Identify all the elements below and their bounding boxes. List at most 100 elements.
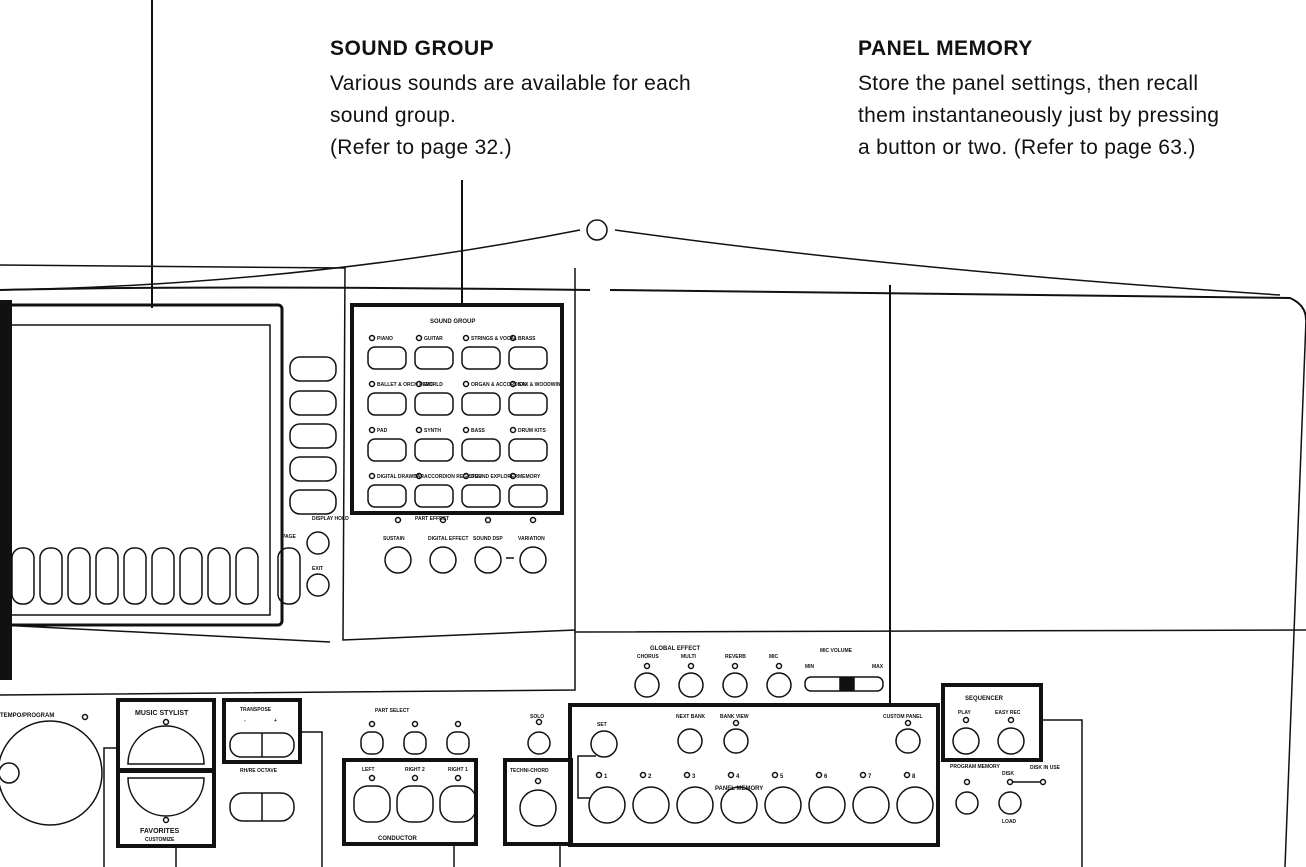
play-label: PLAY: [958, 710, 972, 716]
sound-button[interactable]: [414, 392, 454, 416]
play-button[interactable]: [952, 727, 980, 755]
part-select-button[interactable]: [360, 731, 384, 755]
part-effect-label: PART EFFECT: [415, 516, 449, 522]
transpose-box: [222, 698, 302, 764]
sound-button[interactable]: [508, 484, 548, 508]
solo-button[interactable]: [527, 731, 551, 755]
sound-button-label: ORGAN & ACCORDION: [471, 382, 527, 388]
effect-led: [484, 516, 492, 524]
transpose-label: TRANSPOSE: [240, 707, 272, 713]
global-effect-button[interactable]: [766, 672, 792, 698]
effect-button[interactable]: [384, 546, 412, 574]
conductor-part-label: RIGHT 2: [405, 767, 425, 773]
sound-button[interactable]: [461, 438, 501, 462]
memory-button[interactable]: [896, 786, 934, 824]
panel-left-edge: [0, 300, 12, 680]
effect-label: SUSTAIN: [383, 536, 405, 542]
next-bank-button[interactable]: [677, 728, 703, 754]
effect-led: [529, 516, 537, 524]
sound-button-label: SOUND EXPLORER: [471, 474, 518, 480]
favorites-button[interactable]: [127, 777, 205, 817]
conductor-button[interactable]: [353, 785, 391, 823]
panel-right-edge: [1284, 319, 1306, 867]
memory-led: [859, 771, 867, 779]
disk-label: DISK: [1002, 771, 1014, 777]
sound-button[interactable]: [367, 484, 407, 508]
memory-led: [639, 771, 647, 779]
music-stylist-button[interactable]: [127, 725, 205, 765]
conductor-led: [411, 774, 419, 782]
memory-button[interactable]: [588, 786, 626, 824]
sound-button[interactable]: [461, 346, 501, 370]
sound-button[interactable]: [414, 438, 454, 462]
bank-view-button[interactable]: [723, 728, 749, 754]
sound-button[interactable]: [414, 346, 454, 370]
part-select-button[interactable]: [446, 731, 470, 755]
global-effect-led: [687, 662, 695, 670]
sound-led: [509, 472, 517, 480]
program-memory-button[interactable]: [955, 791, 979, 815]
mic-volume-knob[interactable]: [839, 677, 855, 691]
memory-button[interactable]: [852, 786, 890, 824]
part-select-title: PART SELECT: [375, 708, 409, 714]
global-effect-button[interactable]: [634, 672, 660, 698]
sound-button[interactable]: [367, 438, 407, 462]
display-housing: [0, 264, 576, 641]
sound-button-label: DIGITAL DRAWBAR: [377, 474, 424, 480]
memory-button[interactable]: [808, 786, 846, 824]
rh-octave-label: RH/RE OCTAVE: [240, 768, 278, 774]
conductor-button[interactable]: [396, 785, 434, 823]
easy-rec-button[interactable]: [997, 727, 1025, 755]
display-hold-button[interactable]: [306, 531, 330, 555]
global-effect-label: REVERB: [725, 654, 746, 660]
lower-panel-edge: [0, 629, 1306, 696]
effect-button[interactable]: [519, 546, 547, 574]
sound-button[interactable]: [508, 346, 548, 370]
sound-button[interactable]: [367, 346, 407, 370]
custom-panel-button[interactable]: [895, 728, 921, 754]
techni-chord-button[interactable]: [519, 789, 557, 827]
sound-button[interactable]: [508, 438, 548, 462]
memory-button[interactable]: [720, 786, 758, 824]
effect-button[interactable]: [474, 546, 502, 574]
effect-button[interactable]: [429, 546, 457, 574]
sound-button-label: SYNTH: [424, 428, 441, 434]
solo-label: SOLO: [530, 714, 544, 720]
sound-group-panel-title: SOUND GROUP: [430, 319, 475, 325]
part-select-button[interactable]: [403, 731, 427, 755]
sound-button[interactable]: [461, 484, 501, 508]
display-bottom-buttons[interactable]: [11, 547, 301, 605]
display-side-buttons[interactable]: [289, 356, 337, 515]
global-effect-label: MULTI: [681, 654, 697, 660]
sound-button-label: DRUM KITS: [518, 428, 546, 434]
page-label: PAGE: [282, 534, 296, 540]
mic-volume-slider[interactable]: [804, 676, 884, 692]
tempo-dial[interactable]: [0, 720, 103, 826]
sound-led: [368, 380, 376, 388]
sound-button[interactable]: [414, 484, 454, 508]
set-button[interactable]: [590, 730, 618, 758]
memory-button[interactable]: [632, 786, 670, 824]
tempo-led: [81, 713, 89, 721]
memory-button[interactable]: [764, 786, 802, 824]
exit-button[interactable]: [306, 573, 330, 597]
load-label: LOAD: [1002, 819, 1017, 825]
conductor-button[interactable]: [439, 785, 477, 823]
memory-button[interactable]: [676, 786, 714, 824]
sound-button[interactable]: [367, 392, 407, 416]
load-button[interactable]: [998, 791, 1022, 815]
global-effect-button[interactable]: [722, 672, 748, 698]
panel-memory-annotation-body: Store the panel settings, then recall th…: [858, 72, 1220, 159]
sound-button[interactable]: [461, 392, 501, 416]
favorites-box: [116, 769, 216, 848]
mic-volume-label: MIC VOLUME: [820, 648, 853, 654]
global-effect-label: MIC: [769, 654, 779, 660]
global-effect-button[interactable]: [678, 672, 704, 698]
sequencer-box: [941, 683, 1043, 762]
sound-button[interactable]: [508, 392, 548, 416]
